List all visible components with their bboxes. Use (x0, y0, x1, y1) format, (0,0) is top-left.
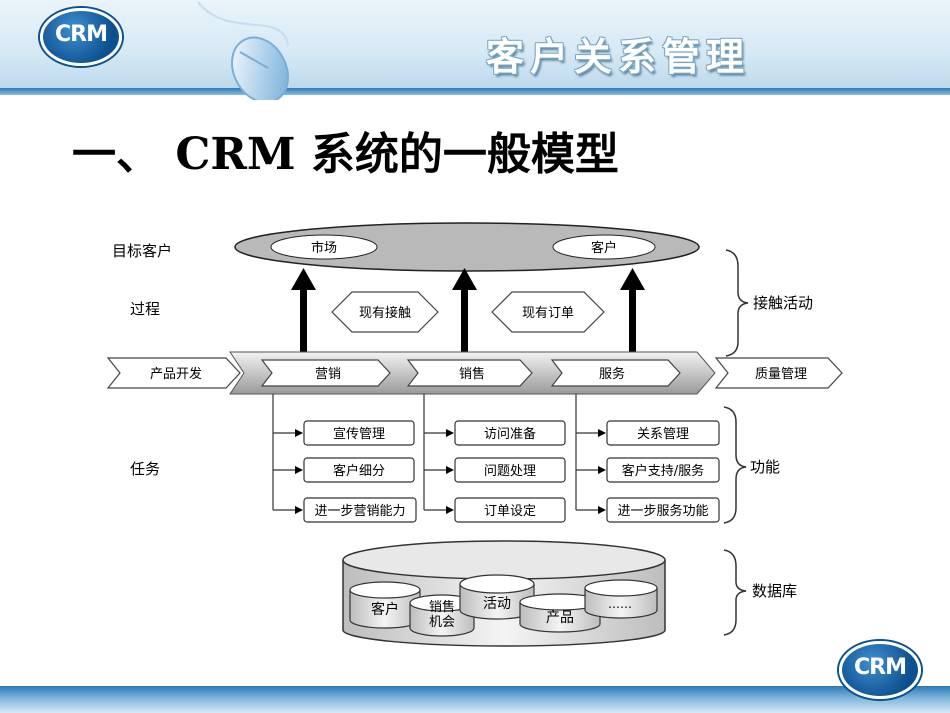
task-label: 关系管理 (637, 427, 689, 442)
existing-order-hexagon (491, 291, 605, 333)
label-contact-activities: 接触活动 (753, 294, 813, 312)
chain-service (550, 359, 681, 387)
db-cylinder-more (584, 579, 658, 619)
task-label: 宣传管理 (333, 426, 385, 442)
customer-label: 客户 (591, 240, 617, 256)
chain-product-development-label: 产品开发 (150, 366, 202, 382)
task-label: 进一步营销能力 (314, 504, 405, 519)
label-function: 功能 (750, 458, 780, 476)
page-title: 一、 CRM 系统的一般模型 (72, 129, 619, 180)
market-ellipse (270, 234, 378, 260)
label-task: 任务 (130, 460, 160, 478)
brace-database (723, 549, 747, 636)
task-box (303, 497, 417, 523)
mouse-icon (197, 1, 289, 100)
brace-contact (725, 249, 749, 357)
brace-function (723, 406, 747, 524)
existing-contact-hexagon (331, 291, 439, 333)
db-product-label: 产品 (546, 610, 574, 626)
chain-sales-label: 销售 (459, 366, 485, 382)
chain-sales (406, 359, 533, 387)
db-cylinder-activity (459, 574, 535, 620)
label-database: 数据库 (752, 582, 797, 600)
up-arrows (291, 268, 645, 358)
task-box (303, 457, 415, 483)
header-band (0, 0, 950, 95)
task-box (454, 497, 566, 523)
crm-logo-top: CRM (40, 8, 122, 66)
customer-ellipse (552, 234, 656, 260)
label-process: 过程 (130, 300, 160, 318)
task-label: 客户支持/服务 (622, 463, 704, 479)
db-customer-label: 客户 (371, 601, 399, 618)
task-box (454, 457, 566, 483)
label-target-customer: 目标客户 (112, 242, 172, 260)
task-label: 问题处理 (484, 464, 536, 479)
existing-contact-label: 现有接触 (359, 305, 411, 321)
chain-quality-management (714, 357, 843, 389)
chain-quality-management-label: 质量管理 (755, 367, 807, 382)
db-activity-label: 活动 (483, 596, 511, 612)
task-connectors (272, 394, 606, 514)
chain-product-development (106, 357, 241, 389)
task-label: 客户细分 (333, 463, 385, 479)
db-cylinder-customer (349, 581, 421, 629)
chain-service-label: 服务 (599, 366, 625, 382)
task-box (454, 420, 566, 446)
db-sales-opportunity-label: 销售机会 (428, 600, 455, 630)
task-label: 访问准备 (484, 426, 536, 442)
target-customer-ellipse (234, 222, 700, 272)
task-label: 订单设定 (484, 504, 536, 519)
task-box (606, 497, 720, 523)
chain-marketing-label: 营销 (315, 367, 341, 382)
header-divider (0, 88, 950, 95)
chain-marketing (260, 359, 391, 387)
crm-logo-bottom: CRM (839, 641, 921, 699)
db-more-label: …… (608, 597, 632, 611)
footer-band (0, 686, 950, 713)
market-label: 市场 (311, 240, 337, 256)
task-box (303, 420, 415, 446)
task-box (606, 420, 720, 446)
task-box (606, 457, 720, 483)
existing-order-label: 现有订单 (522, 306, 574, 321)
db-cylinder-sales-opportunity (409, 594, 475, 637)
brand-title: 客户关系管理 (486, 35, 751, 79)
task-label: 进一步服务功能 (617, 503, 708, 519)
